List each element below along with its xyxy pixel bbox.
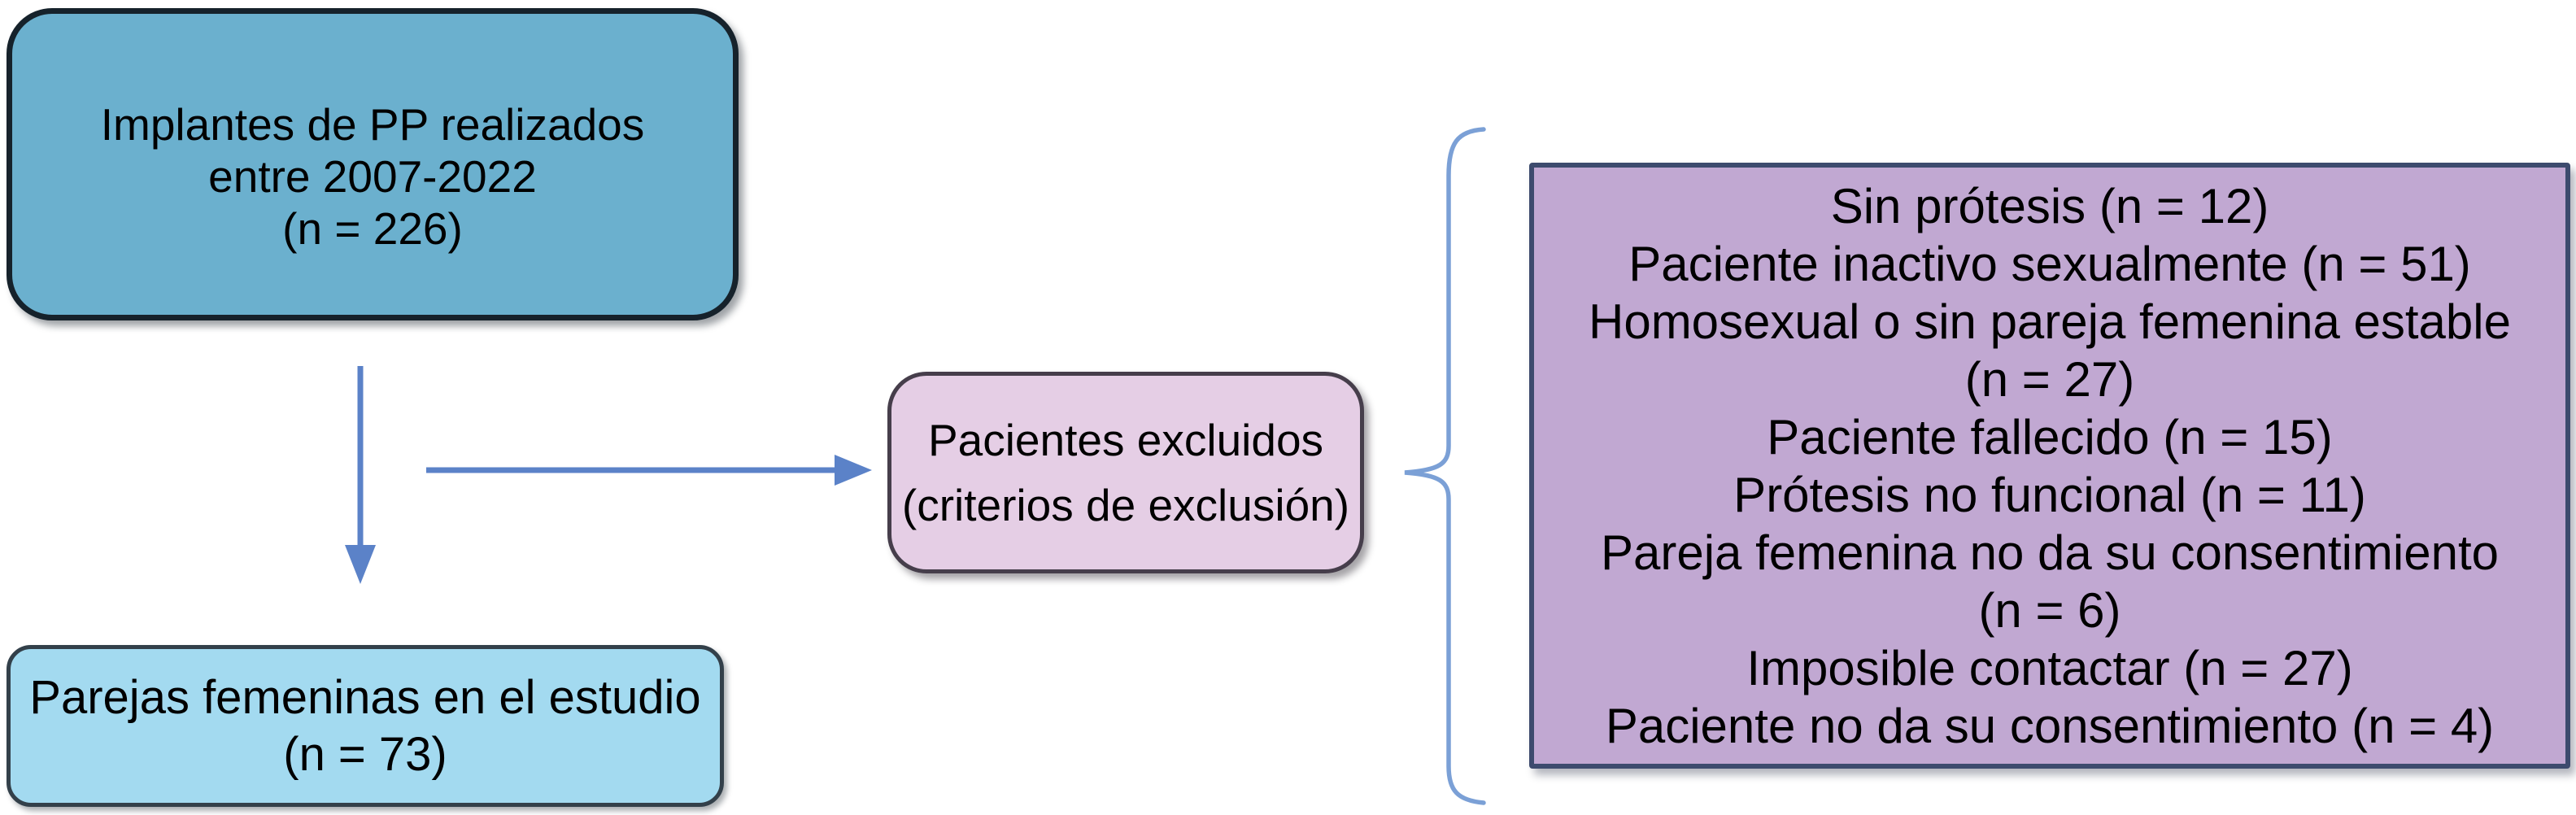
text-line: Paciente fallecido (n = 15) [1767, 409, 2333, 464]
left-brace-icon [1404, 127, 1486, 805]
excluded-box: Pacientes excluidos (criterios de exclusi… [887, 372, 1364, 573]
text-line: Prótesis no funcional (n = 11) [1733, 467, 2366, 522]
text-line: Parejas femeninas en el estudio [29, 670, 701, 724]
text-line: Pacientes excluidos [927, 415, 1324, 465]
text-line: Imposible contactar (n = 27) [1746, 640, 2353, 695]
text-line: Sin prótesis (n = 12) [1830, 178, 2269, 233]
text-line: Paciente inactivo sexualmente (n = 51) [1628, 236, 2471, 291]
text-line: (n = 226) [282, 203, 463, 254]
text-line: Homosexual o sin pareja femenina estable [1589, 294, 2511, 349]
text-line: (n = 6) [1978, 582, 2121, 638]
right-arrow-icon [426, 455, 872, 486]
exclusion-reasons-box: Sin prótesis (n = 12)Paciente inactivo s… [1529, 163, 2570, 769]
text-line: (n = 73) [283, 727, 447, 781]
text-line: Pareja femenina no da su consentimiento [1600, 525, 2500, 580]
text-line: Paciente no da su consentimiento (n = 4) [1605, 698, 2495, 753]
text-line: entre 2007-2022 [208, 151, 537, 202]
study-box: Parejas femeninas en el estudio(n = 73) [7, 645, 724, 807]
text-line: Implantes de PP realizados [100, 99, 645, 150]
text-line: (criterios de exclusión) [901, 480, 1350, 530]
down-arrow-icon [345, 366, 376, 584]
text-line: (n = 27) [1964, 351, 2135, 407]
